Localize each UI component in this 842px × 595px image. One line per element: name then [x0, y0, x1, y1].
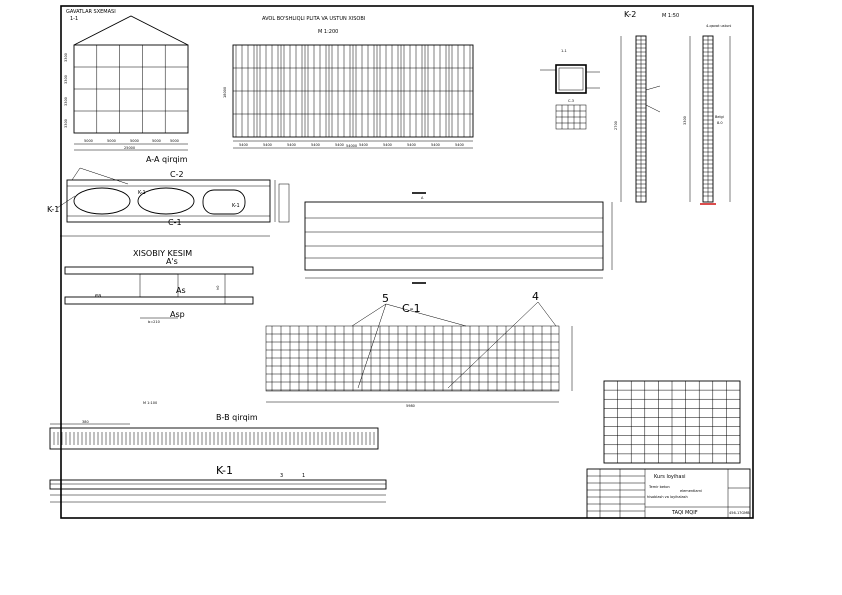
tb-line1: Kurs loyihasi [654, 474, 685, 480]
plan-span-label: 5400 [407, 143, 416, 147]
design-h0: h0 [216, 286, 220, 290]
flange-top [64, 266, 254, 275]
plan-total: 54000 [346, 144, 357, 148]
facade-bay-3: 5000 [130, 139, 139, 143]
facade-roof [73, 15, 189, 46]
k2-mark-value: 8.0 [717, 121, 723, 125]
k2-title: K-2 [624, 10, 636, 19]
design-width: b=210 [148, 320, 160, 324]
plan-span-label: 5400 [335, 143, 344, 147]
column-section: 1-1 C-3 [540, 49, 600, 130]
facade-bay-5: 5000 [170, 139, 179, 143]
beam-k1-mark-1: 1 [302, 473, 305, 479]
beam-k1-mark-3: 3 [280, 473, 283, 479]
plan-view: AVOL BO'SHLIQLI PLITA VA USTUN XISOBI M … [223, 16, 474, 149]
k2-mark-label: Belgi [715, 115, 724, 119]
design-as-prime: A's [166, 257, 178, 266]
beam-bb-dim: 380 [82, 420, 89, 424]
mesh-label-5: 5 [382, 292, 389, 305]
mesh-outline [265, 325, 560, 392]
mesh-c1: C-1 5 4 5980 M 1:100 [143, 290, 573, 408]
slab-aa: A-A qirqim C-2 K-1 K-1 C-1 K-1 [47, 155, 290, 237]
facade-level-3: 3300 [64, 97, 68, 106]
facade-scheme: GAVATLAR SXEMASI 1-1 5000 5000 5000 5000… [64, 9, 189, 151]
k2-column: K-2 M 1:50 4-qavat ustuni 2700 3300 Belg… [614, 10, 731, 205]
plan-span-label: 5400 [431, 143, 440, 147]
tb-sheet-code: 456-17GMB [729, 511, 750, 515]
facade-title: GAVATLAR SXEMASI [66, 9, 116, 15]
plan-span-label: 5400 [239, 143, 248, 147]
facade-level-2: 3300 [64, 75, 68, 84]
beam-scale: M 1:100 [143, 401, 157, 405]
beam-k1: K-1 3 1 [49, 464, 387, 503]
col-sec-label-1: 1-1 [561, 49, 567, 53]
longview-mark-a: A [421, 196, 424, 200]
facade-bay-2: 5000 [107, 139, 116, 143]
void-1 [73, 187, 131, 215]
slab-c1: C-1 [168, 218, 182, 227]
slab-title: A-A qirqim [146, 155, 188, 164]
slab-c2: C-2 [170, 170, 184, 179]
title-block: Kurs loyihasi Temir beton elementlarni h… [586, 468, 751, 519]
facade-level-1: 3300 [64, 53, 68, 62]
beam-bb-title: B-B qirqim [216, 413, 258, 422]
facade-subtitle: 1-1 [70, 16, 78, 22]
mesh-label-4: 4 [532, 290, 539, 303]
beam-bb-outline [49, 427, 379, 450]
void-2 [137, 187, 195, 215]
longview-outline [304, 201, 604, 271]
tb-line4: hisoblash va loyihalash [647, 495, 688, 499]
facade-bay-4: 5000 [152, 139, 161, 143]
beam-k1-title: K-1 [216, 464, 233, 477]
plan-span-label: 5400 [311, 143, 320, 147]
design-title: XISOBIY KESIM [133, 249, 192, 258]
plan-span-label: 5400 [455, 143, 464, 147]
design-as: As [176, 286, 186, 295]
facade-level-4: 3300 [64, 119, 68, 128]
plan-span-label: 5400 [359, 143, 368, 147]
design-section: XISOBIY KESIM A's As Asp h0 b=210 ea [64, 249, 254, 324]
spec-table [603, 380, 741, 464]
slab-k1-c: K-1 [232, 203, 240, 209]
facade-bay-1: 5000 [84, 139, 93, 143]
web [139, 273, 179, 298]
k2-note: 4-qavat ustuni [706, 24, 731, 28]
k2-scale: M 1:50 [662, 13, 679, 19]
tb-code: TAQI MQIF [671, 510, 698, 516]
design-asp: Asp [170, 310, 185, 319]
mesh-title: C-1 [402, 302, 421, 315]
main-scale: M 1:200 [318, 29, 338, 35]
k2-dim-2: 3300 [683, 116, 687, 125]
beam-k1-outline [49, 479, 387, 490]
col-sec-label-2: C-3 [568, 99, 574, 103]
tb-line3: elementlarni [680, 489, 702, 493]
slab-outline [66, 179, 271, 223]
design-ea: ea [95, 293, 101, 299]
mesh-width: 5980 [406, 404, 415, 408]
tb-line2: Temir beton [648, 485, 670, 489]
plan-span-label: 5400 [263, 143, 272, 147]
plan-span-label: 5400 [383, 143, 392, 147]
void-3 [202, 189, 246, 215]
beam-bb: B-B qirqim 380 [49, 413, 379, 450]
sheet-border [60, 5, 754, 519]
k2-dim-1: 2700 [614, 121, 618, 130]
plan-span-label: 5400 [287, 143, 296, 147]
facade-total: 25000 [124, 146, 135, 150]
slab-k1-a: K-1 [47, 205, 59, 214]
slab-longview: A [304, 192, 613, 284]
main-title: AVOL BO'SHLIQLI PLITA VA USTUN XISOBI [262, 16, 365, 22]
plan-height: 18000 [223, 87, 227, 98]
slab-k1-b: K-1 [138, 190, 146, 196]
